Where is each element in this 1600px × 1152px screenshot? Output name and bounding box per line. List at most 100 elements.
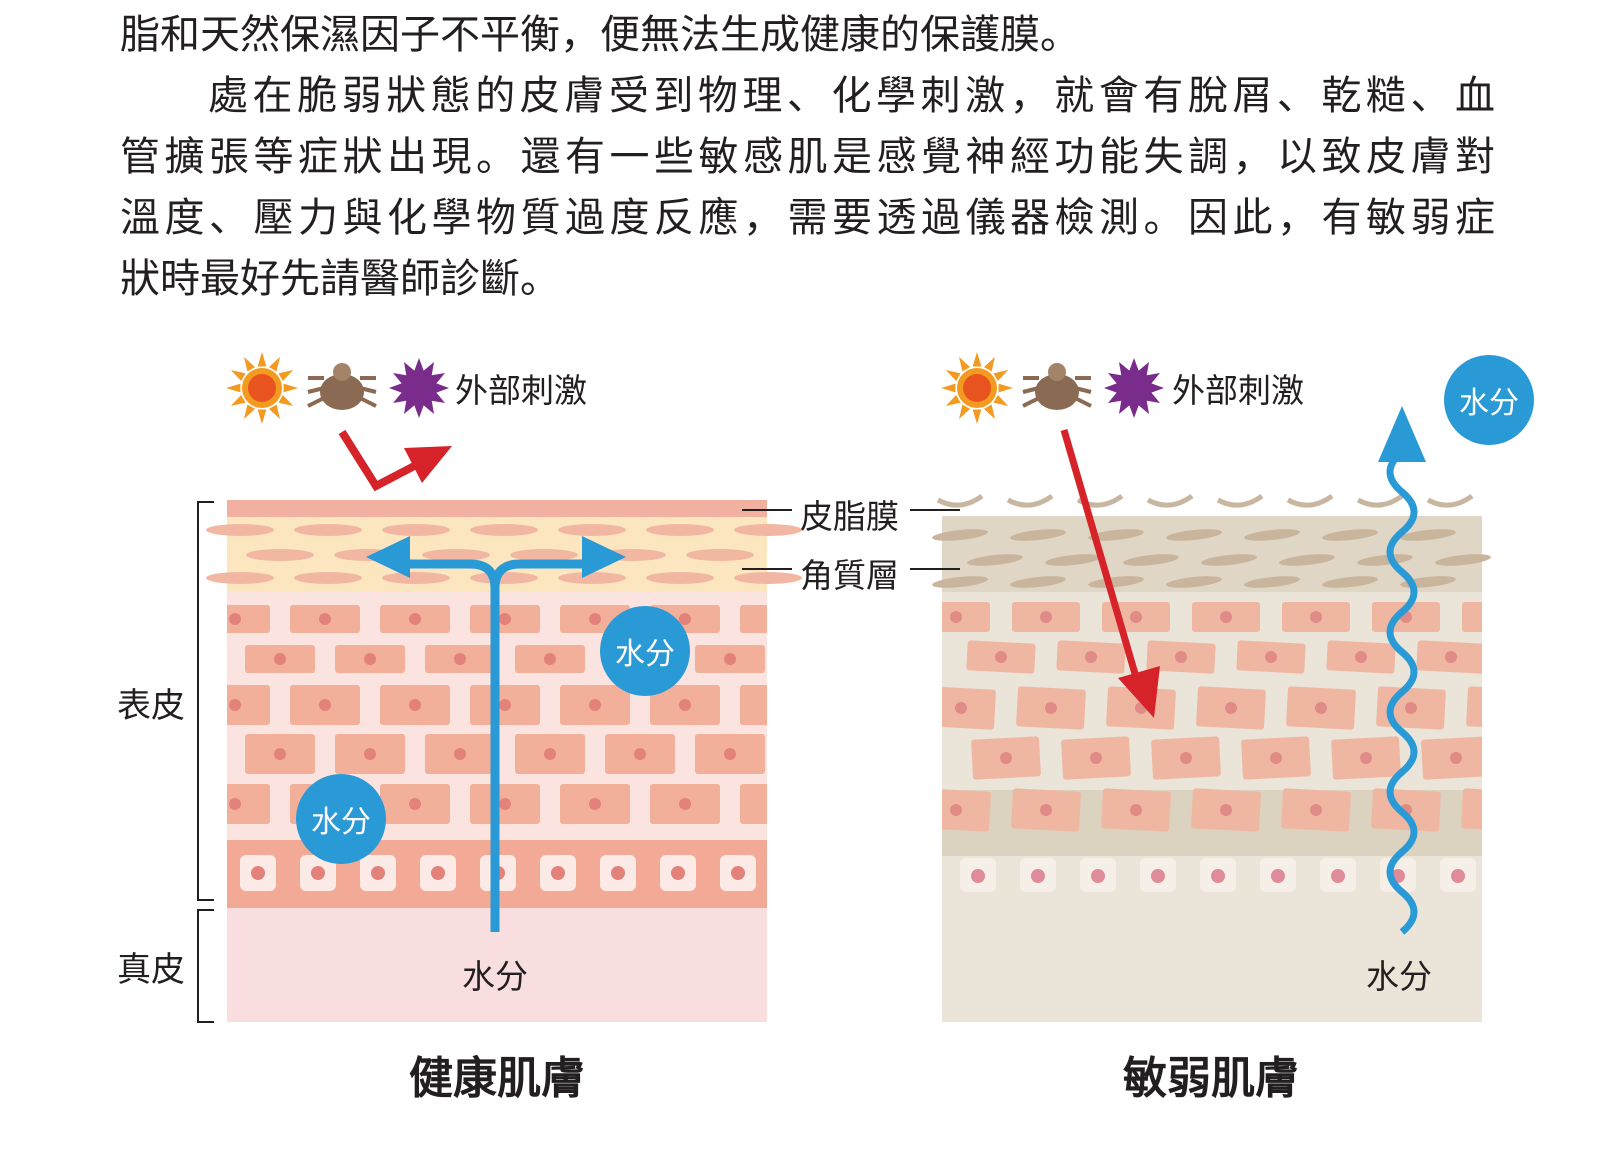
deflected-stimulus-arrow (338, 429, 422, 492)
cell-nucleus (1360, 752, 1372, 764)
sensitive-flake (1166, 529, 1222, 541)
lifted-flake (1146, 493, 1194, 508)
corneum-flake (382, 572, 450, 584)
cell-nucleus (1180, 752, 1192, 764)
cell-nucleus (544, 653, 556, 665)
sensitive-flake (932, 529, 988, 541)
water-bubble-escaped-text: 水分 (1459, 386, 1519, 421)
healthy-skin-caption: 健康肌膚 (409, 1053, 585, 1104)
sun-ray (230, 394, 246, 406)
external-stimulus-label-right: 外部刺激 (1172, 371, 1304, 410)
sensitive-basal-nucleus (1211, 869, 1225, 883)
cell-nucleus (274, 653, 286, 665)
cell-nucleus (1490, 804, 1502, 816)
stratum-corneum-label: 角質層 (800, 556, 899, 595)
corneum-flake (686, 549, 754, 561)
sensitive-cells (942, 602, 1507, 832)
cell-nucleus (679, 699, 691, 711)
sun-ray (983, 356, 995, 372)
corneum-flake (646, 572, 714, 584)
cell-nucleus (724, 653, 736, 665)
paragraph-line-4: 溫度、壓力與化學物質過度反應，需要透過儀器檢測。因此，有敏弱症 (120, 195, 1495, 241)
sensitive-flake (1123, 554, 1179, 566)
cell-nucleus (229, 613, 241, 625)
sensitive-flake (1088, 576, 1144, 588)
lifted-flake (936, 493, 984, 508)
paragraph-line-3: 管擴張等症狀出現。還有一些敏感肌是感覺神經功能失調，以致皮膚對 (120, 134, 1495, 180)
sensitive-flake (1045, 554, 1101, 566)
cell-nucleus (1085, 651, 1097, 663)
cell-nucleus (1315, 702, 1327, 714)
cell-nucleus (1090, 752, 1102, 764)
sun-icon (226, 352, 298, 424)
cell-nucleus (544, 748, 556, 760)
cell-nucleus (1450, 752, 1462, 764)
water-label-healthy: 水分 (462, 957, 528, 996)
sun-ray (278, 394, 294, 406)
mite-icon (1022, 363, 1092, 410)
sun-ray (244, 356, 256, 372)
cell-nucleus (454, 748, 466, 760)
basal-nucleus (431, 866, 445, 880)
epidermis-cell (740, 784, 767, 824)
epidermis-cell (785, 645, 855, 673)
lifted-flake (1356, 493, 1404, 508)
water-bubble-lower-text: 水分 (311, 805, 371, 840)
epidermis-cell (227, 784, 270, 824)
stimulus-icons-right (941, 352, 1164, 424)
basal-nucleus (311, 866, 325, 880)
sun-ray (945, 370, 961, 382)
penetrating-arrowhead (1118, 666, 1160, 718)
sensitive-flake (1400, 529, 1456, 541)
mite-body (320, 374, 364, 410)
sun-ray (257, 352, 267, 367)
sensitive-flake (1435, 554, 1491, 566)
cell-nucleus (724, 748, 736, 760)
cell-nucleus (769, 613, 781, 625)
corneum-flake (646, 524, 714, 536)
corneum-flake (246, 549, 314, 561)
mite-body (1035, 374, 1079, 410)
sensitive-cell (1466, 686, 1482, 730)
cell-nucleus (1355, 651, 1367, 663)
sensitive-skin-panel (932, 355, 1534, 1022)
sensitive-skin-caption: 敏弱肌膚 (1123, 1053, 1299, 1104)
cell-nucleus (1220, 804, 1232, 816)
sensitive-basal-nucleus (1451, 869, 1465, 883)
purple-burst-icon (389, 358, 449, 418)
sun-ray (972, 352, 982, 367)
cell-nucleus (274, 748, 286, 760)
basal-nucleus (251, 866, 265, 880)
sensitive-flake (1010, 529, 1066, 541)
water-bubble-lower (296, 774, 386, 864)
water-bubble-escaped (1444, 355, 1534, 445)
cell-nucleus (589, 613, 601, 625)
basal-nucleus (551, 866, 565, 880)
cell-nucleus (1175, 651, 1187, 663)
corneum-flake (294, 524, 362, 536)
sensitive-basal-nucleus (971, 869, 985, 883)
stimulus-icons-left (226, 352, 449, 424)
sensitive-cell (1461, 788, 1482, 832)
sun-ray (998, 383, 1013, 393)
sensitive-basal-nucleus (1031, 869, 1045, 883)
sensitive-flake (1244, 576, 1300, 588)
cell-nucleus (409, 613, 421, 625)
lifted-flake (1006, 493, 1054, 508)
water-label-sensitive: 水分 (1366, 957, 1432, 996)
cell-nucleus (955, 702, 967, 714)
epidermis-cell (227, 685, 270, 725)
sensitive-flake (932, 576, 988, 588)
cell-nucleus (1490, 611, 1502, 623)
epidermis-cell (740, 605, 767, 633)
cell-nucleus (950, 804, 962, 816)
corneum-flake (470, 524, 538, 536)
water-arrow-right-branch (490, 559, 598, 589)
cell-nucleus (1045, 702, 1057, 714)
mite-head (333, 363, 351, 381)
cell-nucleus (950, 611, 962, 623)
deflected-arrowhead (404, 446, 452, 483)
sensitive-flake (967, 554, 1023, 566)
cell-nucleus (364, 653, 376, 665)
cell-nucleus (1495, 702, 1507, 714)
